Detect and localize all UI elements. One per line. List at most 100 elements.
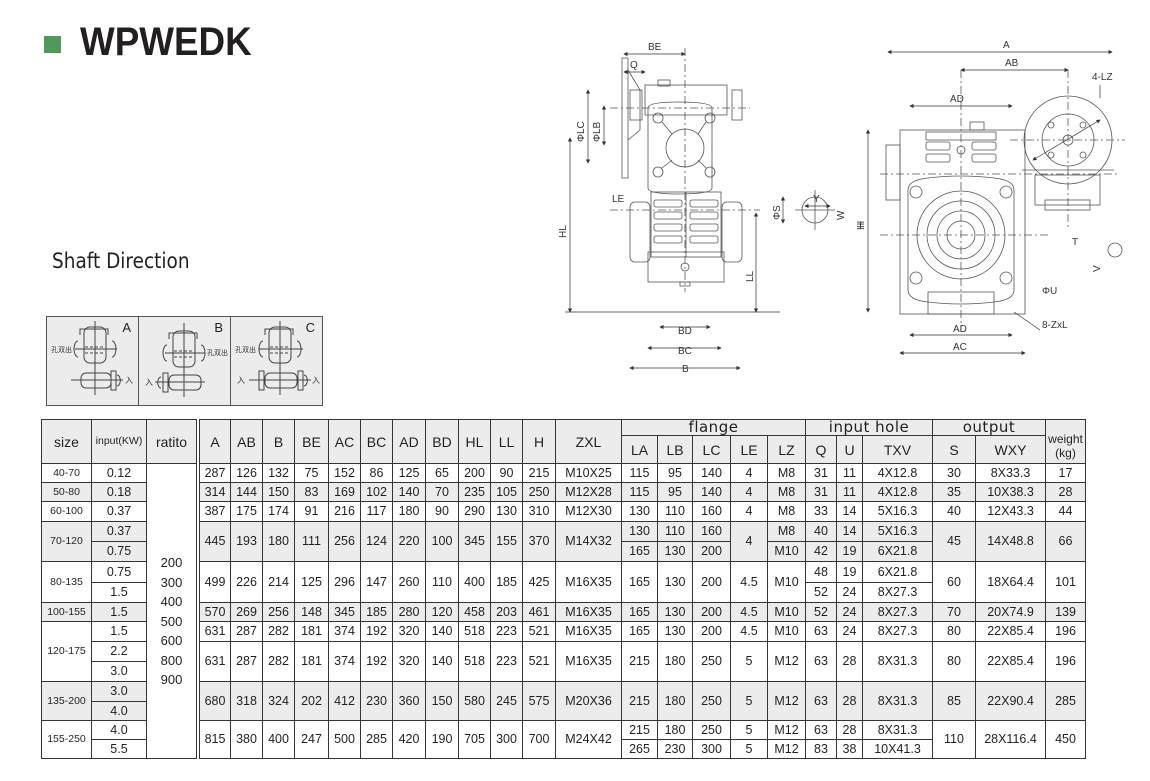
cell-weight: 17 xyxy=(1045,463,1086,483)
cell-lz: M8 xyxy=(767,463,806,483)
cell-hl: 400 xyxy=(458,561,491,603)
cell-ll: 90 xyxy=(490,463,523,483)
svg-text:4-LZ: 4-LZ xyxy=(1092,72,1113,83)
header-bd: BD xyxy=(425,419,459,464)
cell-b: 400 xyxy=(262,720,295,759)
cell-ac: 152 xyxy=(328,463,361,483)
shaft-diagram-c-icon: 孔双出 入 入 xyxy=(235,321,320,395)
svg-text:B: B xyxy=(682,364,689,375)
cell-lc: 140 xyxy=(692,482,731,502)
cell-ad: 320 xyxy=(392,641,426,682)
cell-a: 387 xyxy=(199,501,231,522)
cell-ll: 223 xyxy=(490,641,523,682)
cell-ll: 130 xyxy=(490,501,523,522)
cell-be: 202 xyxy=(294,681,329,721)
cell-lb: 180 xyxy=(657,641,693,682)
cell-ab: 226 xyxy=(230,561,263,603)
cell-bc: 192 xyxy=(360,621,393,642)
header-ratio: ratito xyxy=(146,419,197,464)
cell-size: 70-120 xyxy=(41,521,92,562)
header-size: size xyxy=(41,419,92,464)
cell-weight: 44 xyxy=(1045,501,1086,522)
ratio-value: 600 xyxy=(160,633,183,648)
cell-u: 28 xyxy=(836,641,863,682)
cell-lb: 95 xyxy=(657,482,693,502)
cell-u: 24 xyxy=(836,602,863,622)
cell-ad: 125 xyxy=(392,463,426,483)
cell-wxy: 22X85.4 xyxy=(975,621,1046,642)
ratio-value: 900 xyxy=(160,672,183,687)
svg-text:HL: HL xyxy=(558,225,569,238)
svg-text:H: H xyxy=(856,221,867,228)
cell-bd: 150 xyxy=(425,681,459,721)
cell-la: 165 xyxy=(621,621,658,642)
cell-la: 115 xyxy=(621,463,658,483)
header-h: H xyxy=(522,419,556,464)
cell-zxl: M16X35 xyxy=(555,621,622,642)
cell-le: 4.5 xyxy=(730,621,768,642)
shaft-option-label: B xyxy=(214,320,223,335)
cell-txv: 6X21.8 xyxy=(862,541,933,562)
cell-q: 31 xyxy=(805,463,837,483)
cell-lz: M8 xyxy=(767,482,806,502)
cell-s: 110 xyxy=(932,720,976,759)
cell-ad: 360 xyxy=(392,681,426,721)
cell-wxy: 22X90.4 xyxy=(975,681,1046,721)
svg-text:AB: AB xyxy=(1005,58,1019,69)
header-txv: TXV xyxy=(862,435,933,464)
model-name: WPWEDK xyxy=(80,19,252,64)
cell-bd: 90 xyxy=(425,501,459,522)
cell-ll: 203 xyxy=(490,602,523,622)
cell-la: 115 xyxy=(621,482,658,502)
cell-size: 80-135 xyxy=(41,561,92,603)
cell-u: 14 xyxy=(836,501,863,522)
cell-input-kw: 1.5 xyxy=(91,602,147,622)
cell-h: 370 xyxy=(522,521,556,562)
svg-text:AD: AD xyxy=(953,324,967,335)
shaft-option-b: B 孔双出 入 xyxy=(139,317,231,405)
cell-s: 60 xyxy=(932,561,976,603)
header-ac: AC xyxy=(328,419,361,464)
cell-input-kw: 4.0 xyxy=(91,720,147,740)
cell-be: 83 xyxy=(294,482,329,502)
svg-text:BE: BE xyxy=(648,42,662,53)
cell-s: 30 xyxy=(932,463,976,483)
shaft-option-label: C xyxy=(305,320,315,335)
cell-zxl: M12X28 xyxy=(555,482,622,502)
cell-a: 815 xyxy=(199,720,231,759)
cell-bc: 102 xyxy=(360,482,393,502)
shaft-diagram-b-icon: 孔双出 入 xyxy=(145,323,228,397)
header-le: LE xyxy=(730,435,768,464)
header-ab: AB xyxy=(230,419,263,464)
svg-text:T: T xyxy=(1072,237,1078,248)
cell-lz: M10 xyxy=(767,541,806,562)
cell-input-kw: 0.75 xyxy=(91,541,147,562)
cell-input-kw: 0.37 xyxy=(91,521,147,542)
cell-ad: 420 xyxy=(392,720,426,759)
svg-text:LL: LL xyxy=(745,270,756,282)
cell-lb: 130 xyxy=(657,602,693,622)
svg-text:Y: Y xyxy=(813,194,820,205)
cell-zxl: M16X35 xyxy=(555,561,622,603)
cell-size: 50-80 xyxy=(41,482,92,502)
cell-le: 4.5 xyxy=(730,602,768,622)
cell-wxy: 22X85.4 xyxy=(975,641,1046,682)
cell-input-kw: 0.12 xyxy=(91,463,147,483)
cell-q: 52 xyxy=(805,602,837,622)
cell-weight: 139 xyxy=(1045,602,1086,622)
cell-s: 40 xyxy=(932,501,976,522)
cell-lc: 250 xyxy=(692,681,731,721)
cell-q: 63 xyxy=(805,641,837,682)
header-flange-group: flange xyxy=(621,419,806,436)
cell-a: 287 xyxy=(199,463,231,483)
cell-hl: 518 xyxy=(458,621,491,642)
cell-weight: 196 xyxy=(1045,621,1086,642)
cell-hl: 235 xyxy=(458,482,491,502)
cell-txv: 5X16.3 xyxy=(862,521,933,542)
cell-zxl: M20X36 xyxy=(555,681,622,721)
